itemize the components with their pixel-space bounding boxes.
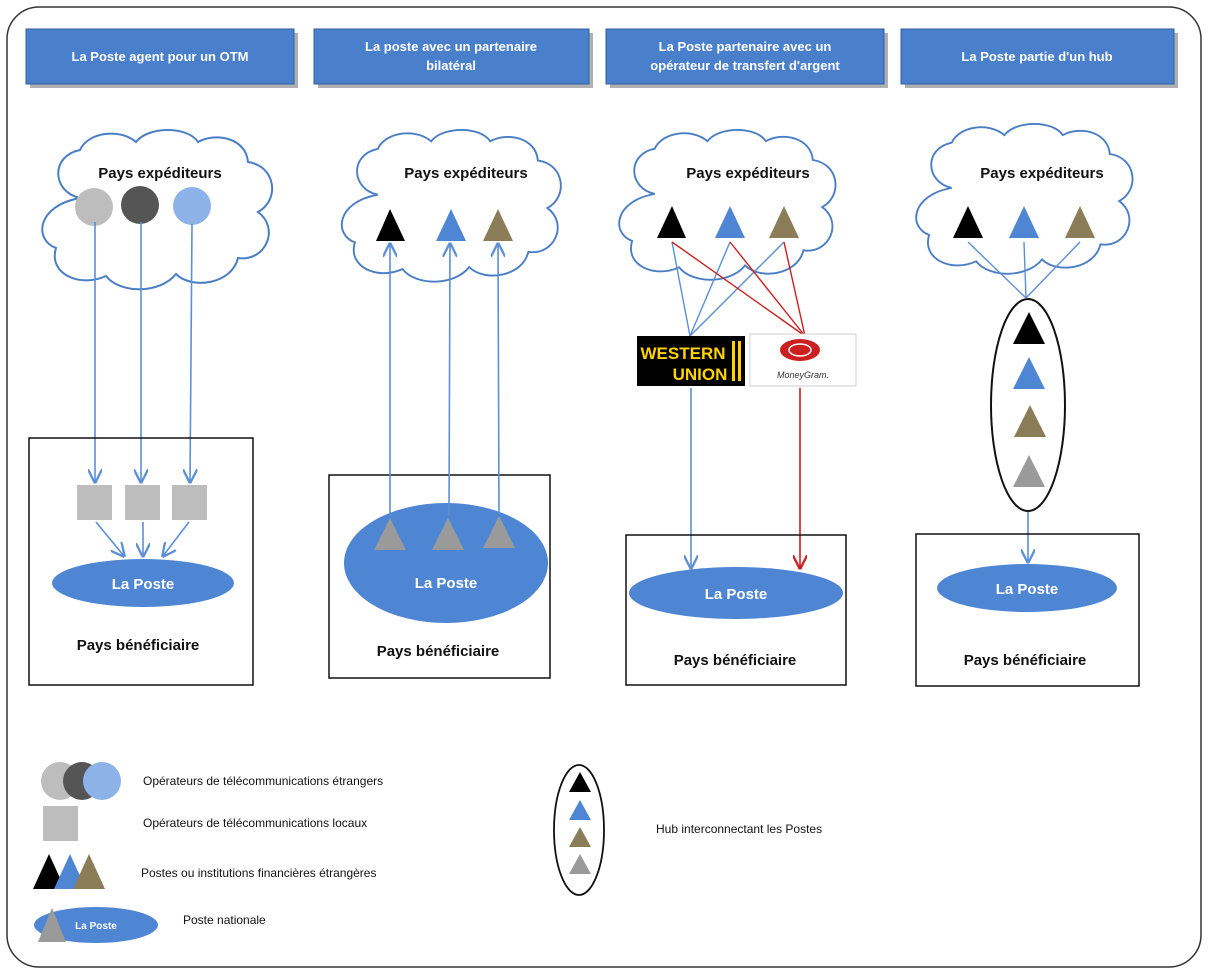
header-3: La Poste partenaire avec un opérateur de…	[605, 28, 888, 88]
moneygram-text: MoneyGram.	[777, 370, 829, 380]
foreign-telecom-circle-light-grey	[75, 188, 113, 226]
foreign-post-triangle-blue	[1009, 206, 1039, 238]
hub-triangle-grey	[1013, 455, 1045, 487]
hub-triangle-khaki	[1014, 405, 1046, 437]
western-union-logo: WESTERN UNION	[637, 336, 745, 386]
la-poste-node-3	[629, 567, 843, 619]
la-poste-label-4: La Poste	[996, 581, 1059, 598]
partner-post-triangle-1	[374, 518, 406, 550]
header-3-line-1: La Poste partenaire avec un	[659, 39, 832, 54]
foreign-telecom-circle-light-blue	[173, 187, 211, 225]
receiver-label-4: Pays bénéficiaire	[964, 652, 1087, 669]
receiver-box-1	[28, 437, 254, 686]
local-telecom-square-2	[125, 485, 160, 520]
foreign-post-triangle-khaki	[1065, 206, 1095, 238]
la-poste-label-1: La Poste	[112, 576, 175, 593]
foreign-telecom-circle-dark-grey	[121, 186, 159, 224]
foreign-post-triangle-black	[657, 206, 686, 238]
header-2: La poste avec un partenaire bilatéral	[313, 28, 593, 88]
la-poste-label-3: La Poste	[705, 586, 768, 603]
moneygram-logo: MoneyGram.	[749, 333, 857, 387]
legend-foreign-telecom: Opérateurs de télécommunications étrange…	[143, 774, 383, 788]
sender-label-1: Pays expéditeurs	[98, 165, 221, 182]
receiver-box-4	[915, 533, 1140, 687]
header-2-line-1: La poste avec un partenaire	[365, 39, 537, 54]
header-4-text: La Poste partie d'un hub	[961, 49, 1112, 64]
hub-triangle-black	[1013, 312, 1045, 344]
la-poste-node-4	[937, 564, 1117, 612]
foreign-post-triangle-khaki	[483, 209, 513, 241]
legend-national-post: Poste nationale	[183, 913, 266, 927]
sender-label-3: Pays expéditeurs	[686, 165, 809, 182]
receiver-box-2	[328, 474, 551, 679]
local-telecom-square-3	[172, 485, 207, 520]
legend-national-post-mini: La Poste	[75, 921, 117, 932]
foreign-post-triangle-black	[953, 206, 983, 238]
sender-label-4: Pays expéditeurs	[980, 165, 1103, 182]
foreign-post-triangle-khaki	[769, 206, 799, 238]
receiver-label-1: Pays bénéficiaire	[77, 637, 200, 654]
header-3-line-2: opérateur de transfert d'argent	[650, 58, 840, 73]
receiver-label-2: Pays bénéficiaire	[377, 643, 500, 660]
western-union-line-1: WESTERN	[641, 344, 726, 363]
header-4: La Poste partie d'un hub	[900, 28, 1178, 88]
western-union-line-2: UNION	[673, 365, 728, 384]
partner-post-triangle-3	[483, 516, 515, 548]
partner-post-triangle-2	[432, 518, 464, 550]
foreign-post-triangle-black	[376, 209, 405, 241]
hub-ellipse	[990, 298, 1066, 512]
receiver-box-3	[625, 534, 847, 686]
legend-hub: Hub interconnectant les Postes	[656, 822, 822, 836]
foreign-post-triangle-blue	[436, 209, 466, 241]
header-1-text: La Poste agent pour un OTM	[72, 49, 249, 64]
local-telecom-square-1	[77, 485, 112, 520]
outer-frame	[6, 6, 1202, 968]
legend: Opérateurs de télécommunications étrange…	[33, 762, 822, 943]
receiver-label-3: Pays bénéficiaire	[674, 652, 797, 669]
legend-foreign-posts: Postes ou institutions financières étran…	[141, 866, 376, 880]
foreign-post-triangle-blue	[715, 206, 745, 238]
la-poste-label-2: La Poste	[415, 575, 478, 592]
header-1: La Poste agent pour un OTM	[25, 28, 298, 88]
la-poste-node-1	[52, 559, 234, 607]
legend-local-telecom: Opérateurs de télécommunications locaux	[143, 816, 367, 830]
header-2-line-2: bilatéral	[426, 58, 476, 73]
la-poste-node-2	[344, 503, 548, 623]
sender-label-2: Pays expéditeurs	[404, 165, 527, 182]
hub-triangle-blue	[1013, 357, 1045, 389]
